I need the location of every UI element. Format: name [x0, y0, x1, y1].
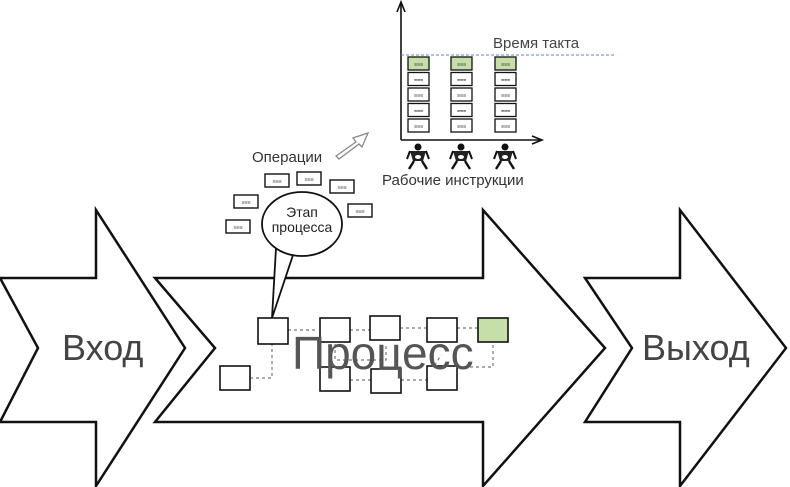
worker-icon — [406, 143, 430, 170]
work-element — [494, 102, 517, 118]
work-element — [450, 118, 473, 133]
work-element-mark: ≡≡≡ — [414, 62, 423, 68]
work-element-mark: ≡≡≡ — [457, 78, 466, 84]
operation-card — [225, 219, 251, 234]
process-steps — [219, 315, 509, 394]
work-element — [407, 102, 430, 118]
work-element-top — [494, 56, 517, 71]
process-step — [219, 365, 251, 391]
process-step-callout — [261, 191, 343, 319]
work-element-mark: ≡≡≡ — [414, 124, 423, 130]
process-step — [319, 366, 351, 392]
work-element-mark: ≡≡≡ — [414, 93, 423, 99]
operation-card-mark: ≡≡≡ — [272, 179, 281, 185]
process-step — [426, 317, 458, 343]
output-arrow — [582, 206, 788, 487]
work-element — [450, 71, 473, 87]
operation-card — [296, 171, 322, 186]
process-step-highlighted — [477, 317, 509, 343]
operations-to-chart-arrow — [334, 131, 370, 160]
work-element-mark: ≡≡≡ — [457, 93, 466, 99]
work-stack-column: ≡≡≡ ≡≡≡ ≡≡≡ ≡≡≡ ≡≡≡ — [494, 56, 517, 133]
work-element-stacks: ≡≡≡≡≡≡≡≡≡≡≡≡≡≡≡≡≡≡≡≡≡≡≡≡≡≡≡≡≡≡≡≡≡≡≡≡≡≡≡≡… — [407, 56, 517, 133]
work-element-mark: ≡≡≡ — [501, 78, 510, 84]
operation-card-marks: ≡≡≡ ≡≡≡ ≡≡≡ ≡≡≡ ≡≡≡ ≡≡≡ — [233, 177, 364, 231]
work-stack-column: ≡≡≡ ≡≡≡ ≡≡≡ ≡≡≡ ≡≡≡ — [407, 56, 430, 133]
operation-card-mark: ≡≡≡ — [233, 225, 242, 231]
process-label: Процесс — [292, 327, 474, 379]
operation-card-mark: ≡≡≡ — [241, 200, 250, 206]
work-element-mark: ≡≡≡ — [457, 124, 466, 130]
process-step-links — [250, 327, 494, 381]
process-step — [369, 315, 401, 341]
work-element-mark: ≡≡≡ — [414, 78, 423, 84]
operation-card-mark: ≡≡≡ — [337, 185, 346, 191]
work-element — [494, 71, 517, 87]
process-step — [370, 368, 402, 394]
work-element-top — [407, 56, 430, 71]
process-step — [257, 317, 289, 345]
work-instructions-label: Рабочие инструкции — [382, 172, 524, 189]
work-element — [450, 87, 473, 102]
process-step — [426, 365, 458, 391]
work-element — [450, 102, 473, 118]
operations-label: Операции — [252, 149, 323, 166]
work-element — [494, 87, 517, 102]
work-element — [407, 71, 430, 87]
work-element-mark: ≡≡≡ — [501, 109, 510, 115]
process-arrow — [152, 206, 607, 487]
work-element-mark: ≡≡≡ — [414, 109, 423, 115]
operation-card — [233, 194, 259, 209]
work-balance-chart — [396, 0, 615, 145]
output-label: Выход — [642, 327, 750, 368]
worker-icon — [449, 143, 473, 170]
worker-icons — [406, 143, 517, 170]
work-element-mark: ≡≡≡ — [501, 93, 510, 99]
operation-card — [347, 203, 373, 218]
input-arrow — [0, 205, 187, 487]
operation-card-mark: ≡≡≡ — [355, 209, 364, 215]
takt-time-label: Время такта — [493, 35, 580, 52]
work-element-mark: ≡≡≡ — [457, 62, 466, 68]
work-element — [494, 118, 517, 133]
process-step — [319, 317, 351, 343]
work-element — [407, 87, 430, 102]
process-step-label: Этап процесса — [271, 204, 333, 235]
operation-card — [264, 173, 290, 188]
work-element-mark: ≡≡≡ — [501, 124, 510, 130]
work-element-mark: ≡≡≡ — [457, 109, 466, 115]
operation-cards — [225, 171, 373, 234]
input-label: Вход — [62, 327, 144, 368]
operation-card-mark: ≡≡≡ — [304, 177, 313, 183]
work-element-mark: ≡≡≡ — [501, 62, 510, 68]
work-element-top — [450, 56, 473, 71]
worker-icon — [493, 143, 517, 170]
work-element — [407, 118, 430, 133]
operation-card — [329, 179, 355, 194]
work-stack-column: ≡≡≡ ≡≡≡ ≡≡≡ ≡≡≡ ≡≡≡ — [450, 56, 473, 133]
